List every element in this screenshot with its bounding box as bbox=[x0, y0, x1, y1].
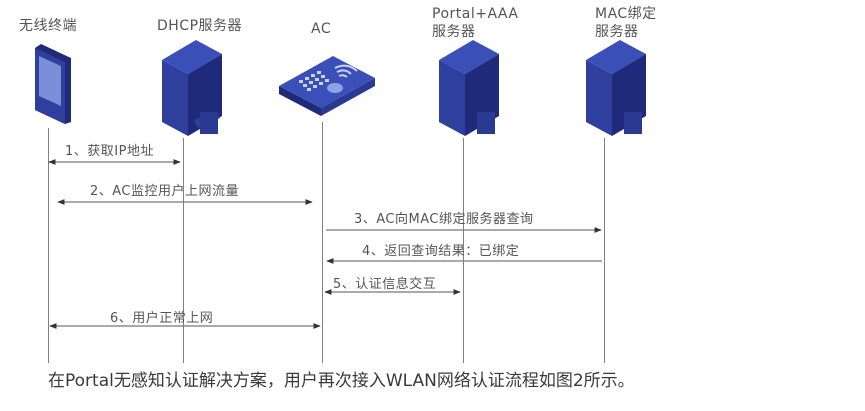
message-label-4: 4、返回查询结果：已绑定 bbox=[362, 244, 520, 259]
figure-caption: 在Portal无感知认证解决方案，用户再次接入WLAN网络认证流程如图2所示。 bbox=[48, 371, 635, 391]
participant-label-portal-line2: 服务器 bbox=[432, 24, 476, 40]
dhcp-server-icon bbox=[162, 40, 222, 136]
lifeline-dhcp bbox=[183, 138, 184, 363]
participant-label-portal: Portal+AAA 服务器 bbox=[432, 5, 518, 41]
lifeline-ac bbox=[322, 122, 323, 363]
participant-label-mac-line1: MAC绑定 bbox=[595, 6, 657, 22]
participant-label-mac: MAC绑定 服务器 bbox=[595, 5, 657, 41]
participant-label-mac-line2: 服务器 bbox=[595, 24, 639, 40]
tablet-icon bbox=[35, 44, 71, 124]
participant-label-portal-line1: Portal+AAA bbox=[432, 6, 519, 22]
mac-binding-server-icon bbox=[586, 40, 646, 136]
message-label-3: 3、AC向MAC绑定服务器查询 bbox=[354, 212, 534, 227]
portal-aaa-server-icon bbox=[439, 40, 499, 136]
participant-label-dhcp: DHCP服务器 bbox=[157, 18, 243, 34]
message-label-6: 6、用户正常上网 bbox=[110, 311, 214, 326]
message-label-2: 2、AC监控用户上网流量 bbox=[90, 184, 240, 199]
message-label-1: 1、获取IP地址 bbox=[65, 144, 154, 159]
participant-label-ac: AC bbox=[311, 21, 332, 37]
access-controller-icon bbox=[279, 56, 375, 116]
lifeline-mac bbox=[604, 138, 605, 363]
lifeline-terminal bbox=[48, 128, 49, 363]
lifeline-portal bbox=[463, 138, 464, 363]
participant-label-terminal: 无线终端 bbox=[19, 18, 77, 34]
message-label-5: 5、认证信息交互 bbox=[333, 277, 437, 292]
